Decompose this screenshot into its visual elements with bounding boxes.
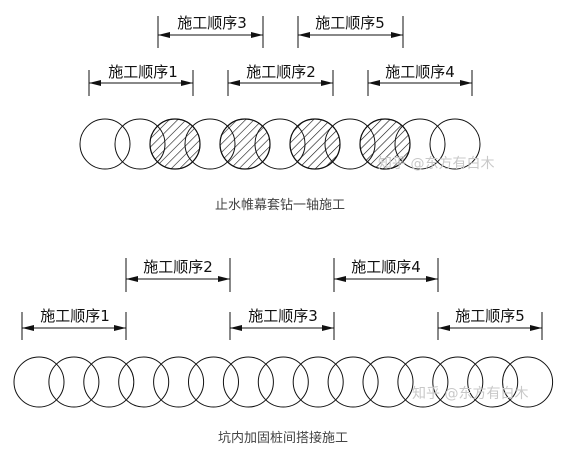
d2-pile-5 [153, 356, 205, 408]
d1-dim-step-4: 施工顺序4 [367, 63, 473, 96]
d2-step-4-label: 施工顺序4 [351, 258, 421, 276]
diagram-1-caption: 止水帷幕套钻一轴施工 [215, 197, 345, 213]
d2-pile-8 [257, 356, 309, 408]
d2-dim-step-3: 施工顺序3 [229, 307, 335, 340]
d2-pile-10 [327, 356, 379, 408]
d2-dim-step-2: 施工顺序2 [125, 258, 231, 292]
d2-pile-11 [362, 356, 414, 408]
diagram-1-piles [79, 118, 481, 170]
d2-pile-13 [432, 356, 484, 408]
d2-pile-14 [467, 356, 519, 408]
d1-step-3-label: 施工顺序3 [177, 14, 247, 32]
diagram-2-piles [13, 356, 554, 408]
d2-pile-1 [13, 356, 65, 408]
watermark-1: 知乎 @东方有白木 [378, 155, 494, 172]
d2-pile-9 [292, 356, 344, 408]
d1-pile-outline-7 [289, 118, 341, 170]
watermark-2: 知乎 @东方有白木 [412, 385, 528, 402]
d2-dim-step-5: 施工顺序5 [437, 307, 543, 340]
d1-step-5-label: 施工顺序5 [315, 14, 385, 32]
d2-pile-7 [222, 356, 274, 408]
d1-dim-step-2: 施工顺序2 [227, 63, 334, 96]
d1-dim-step-3: 施工顺序3 [157, 14, 264, 48]
d1-step-4-label: 施工顺序4 [385, 63, 455, 81]
d1-step-1-label: 施工顺序1 [108, 63, 178, 81]
d2-pile-12 [397, 356, 449, 408]
diagram-2-caption: 坑内加固桩间搭接施工 [218, 430, 348, 446]
d2-pile-6 [188, 356, 239, 408]
d2-dim-step-1: 施工顺序1 [21, 307, 127, 340]
diagram-2: 施工顺序2 施工顺序4 施工顺序1 施工顺序3 [13, 258, 554, 446]
d2-step-2-label: 施工顺序2 [143, 258, 213, 276]
d1-pile-outline-5 [219, 118, 271, 170]
d2-step-3-label: 施工顺序3 [248, 307, 318, 325]
diagram-1: 施工顺序3 施工顺序5 施工顺序1 施工顺序2 [79, 14, 494, 213]
d1-dim-step-1: 施工顺序1 [88, 63, 194, 96]
d2-step-5-label: 施工顺序5 [455, 307, 525, 325]
d1-pile-outline-3 [149, 118, 201, 170]
d2-pile-2 [48, 356, 100, 408]
d2-step-1-label: 施工顺序1 [40, 307, 110, 325]
d1-pile-1 [79, 118, 131, 170]
d1-dim-step-5: 施工顺序5 [297, 14, 404, 48]
d2-dim-step-4: 施工顺序4 [333, 258, 439, 292]
d2-pile-4 [118, 356, 170, 408]
d1-step-2-label: 施工顺序2 [246, 63, 316, 81]
d1-pile-outline-9 [359, 118, 411, 170]
d2-pile-15 [502, 356, 554, 408]
d1-pile-11 [429, 118, 481, 170]
d2-pile-3 [83, 356, 135, 408]
